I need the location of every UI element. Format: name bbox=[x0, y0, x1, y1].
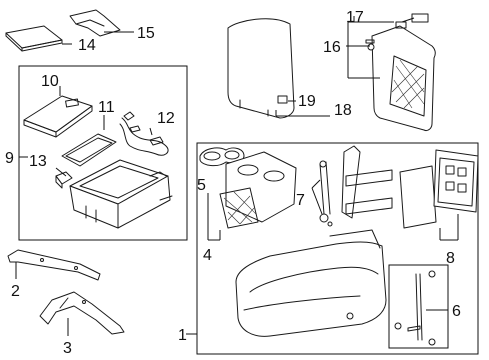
callout-16: 16 bbox=[323, 39, 341, 56]
callout-18: 18 bbox=[334, 102, 352, 119]
bracket-3 bbox=[39, 291, 125, 335]
console-base-1 bbox=[235, 229, 387, 337]
frame-storage-bin-group bbox=[18, 65, 188, 241]
callout-13: 13 bbox=[29, 153, 47, 170]
frame-strut-group bbox=[388, 264, 449, 349]
bin-9 bbox=[69, 159, 173, 229]
leader-lines bbox=[15, 16, 459, 336]
callout-9: 9 bbox=[5, 150, 14, 167]
seal-11 bbox=[61, 133, 117, 167]
tray-grid bbox=[223, 191, 257, 225]
callout-2: 2 bbox=[11, 283, 20, 300]
callout-17: 17 bbox=[346, 9, 364, 26]
callout-7: 7 bbox=[296, 192, 305, 209]
side-panel-8 bbox=[399, 149, 479, 229]
armrest-pad-18 bbox=[227, 18, 295, 119]
mat-pad-14 bbox=[5, 25, 63, 52]
frame-grid bbox=[391, 59, 425, 109]
callout-10: 10 bbox=[41, 73, 59, 90]
callout-8: 8 bbox=[446, 250, 455, 267]
gas-strut-6 bbox=[394, 270, 436, 346]
callout-19: 19 bbox=[298, 93, 316, 110]
callout-11: 11 bbox=[98, 99, 115, 116]
callout-5: 5 bbox=[197, 177, 206, 194]
armrest-frame-17 bbox=[371, 13, 436, 131]
frame-console-group bbox=[196, 142, 479, 355]
storage-tray-4 bbox=[219, 151, 297, 229]
callout-4: 4 bbox=[203, 247, 212, 264]
callout-14: 14 bbox=[78, 37, 96, 54]
bracket-2 bbox=[7, 249, 101, 281]
callout-15: 15 bbox=[137, 25, 155, 42]
strut-7 bbox=[319, 160, 333, 227]
callout-12: 12 bbox=[157, 110, 175, 127]
hinge-arm bbox=[341, 145, 393, 219]
lid-10 bbox=[23, 95, 93, 138]
callout-6: 6 bbox=[452, 303, 461, 320]
cup-holder-insert-5 bbox=[199, 147, 245, 167]
clip-19 bbox=[277, 95, 288, 104]
insert-pad-15 bbox=[69, 9, 121, 37]
callout-1: 1 bbox=[178, 327, 187, 344]
callout-3: 3 bbox=[63, 340, 72, 357]
harness-12 bbox=[119, 111, 169, 156]
